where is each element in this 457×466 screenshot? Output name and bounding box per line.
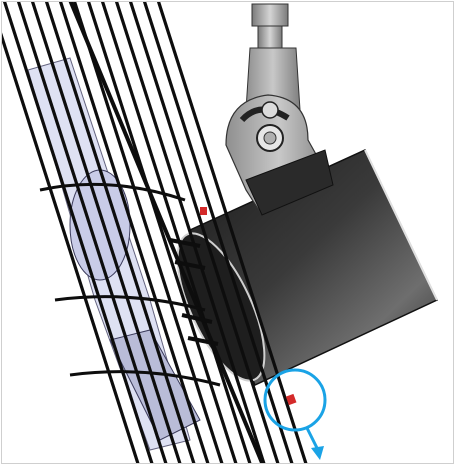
grille-wire bbox=[142, 2, 294, 463]
grille-strut bbox=[187, 336, 219, 346]
grille-wire bbox=[58, 2, 210, 463]
grille-wire bbox=[2, 2, 154, 463]
grille-strut bbox=[169, 238, 201, 248]
fan-grille bbox=[2, 2, 308, 463]
grille-ring bbox=[39, 182, 186, 202]
mounting-bracket bbox=[225, 94, 334, 216]
bolt-head-top bbox=[261, 101, 279, 119]
grille-wire bbox=[114, 2, 266, 463]
grille-wire bbox=[16, 2, 168, 463]
arrow-down-right-icon bbox=[305, 427, 320, 451]
callout-red-part bbox=[285, 393, 297, 406]
grille-wire bbox=[2, 32, 140, 463]
grille-wire bbox=[72, 2, 224, 463]
grille-wire bbox=[128, 2, 280, 463]
circle-callout-icon bbox=[263, 368, 327, 432]
grille-rim bbox=[68, 2, 265, 463]
grille-wire bbox=[100, 2, 252, 463]
motor-housing bbox=[176, 149, 439, 387]
grille-wire bbox=[44, 2, 196, 463]
grille-strut bbox=[174, 260, 206, 270]
red-indicator-icon bbox=[200, 207, 207, 215]
grille-strut bbox=[181, 313, 213, 324]
grille-ring bbox=[54, 295, 206, 312]
arrow-head bbox=[311, 446, 324, 460]
grille-wire bbox=[156, 2, 308, 463]
mounting-pole bbox=[245, 3, 301, 111]
grille-wire bbox=[30, 2, 182, 463]
grille-wire bbox=[86, 2, 238, 463]
grille-ring bbox=[69, 370, 221, 387]
callout-marker bbox=[263, 368, 327, 460]
